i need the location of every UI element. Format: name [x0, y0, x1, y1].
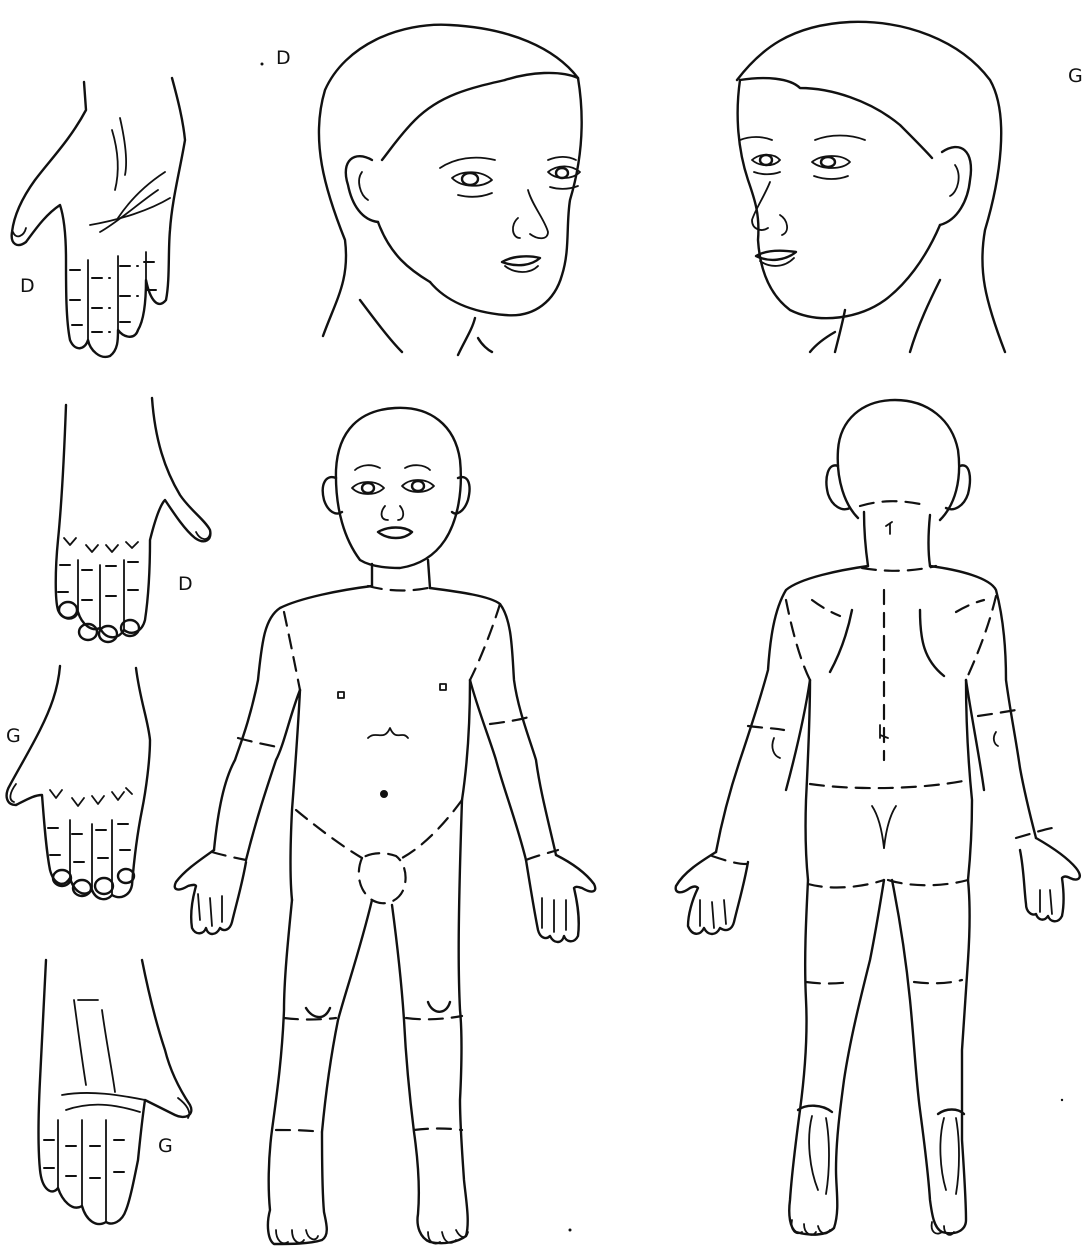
head-left-view	[737, 22, 1005, 352]
label-hand-back-right: D	[178, 573, 193, 595]
scan-speck	[1061, 1099, 1063, 1101]
body-back-view	[676, 400, 1080, 1235]
label-head-left: G	[1068, 65, 1083, 87]
hand-back-right	[56, 398, 211, 642]
label-hand-palm-right: D	[20, 275, 35, 297]
scan-speck	[569, 1229, 572, 1232]
hand-back-left	[7, 666, 150, 899]
scan-speck	[261, 63, 264, 66]
hand-palm-right	[12, 78, 185, 357]
head-right-view	[319, 25, 582, 355]
hand-palm-left	[39, 960, 192, 1224]
label-hand-palm-left: G	[158, 1135, 173, 1157]
body-front-view	[175, 408, 596, 1244]
label-hand-back-left: G	[6, 725, 21, 747]
label-head-right: D	[276, 47, 291, 69]
